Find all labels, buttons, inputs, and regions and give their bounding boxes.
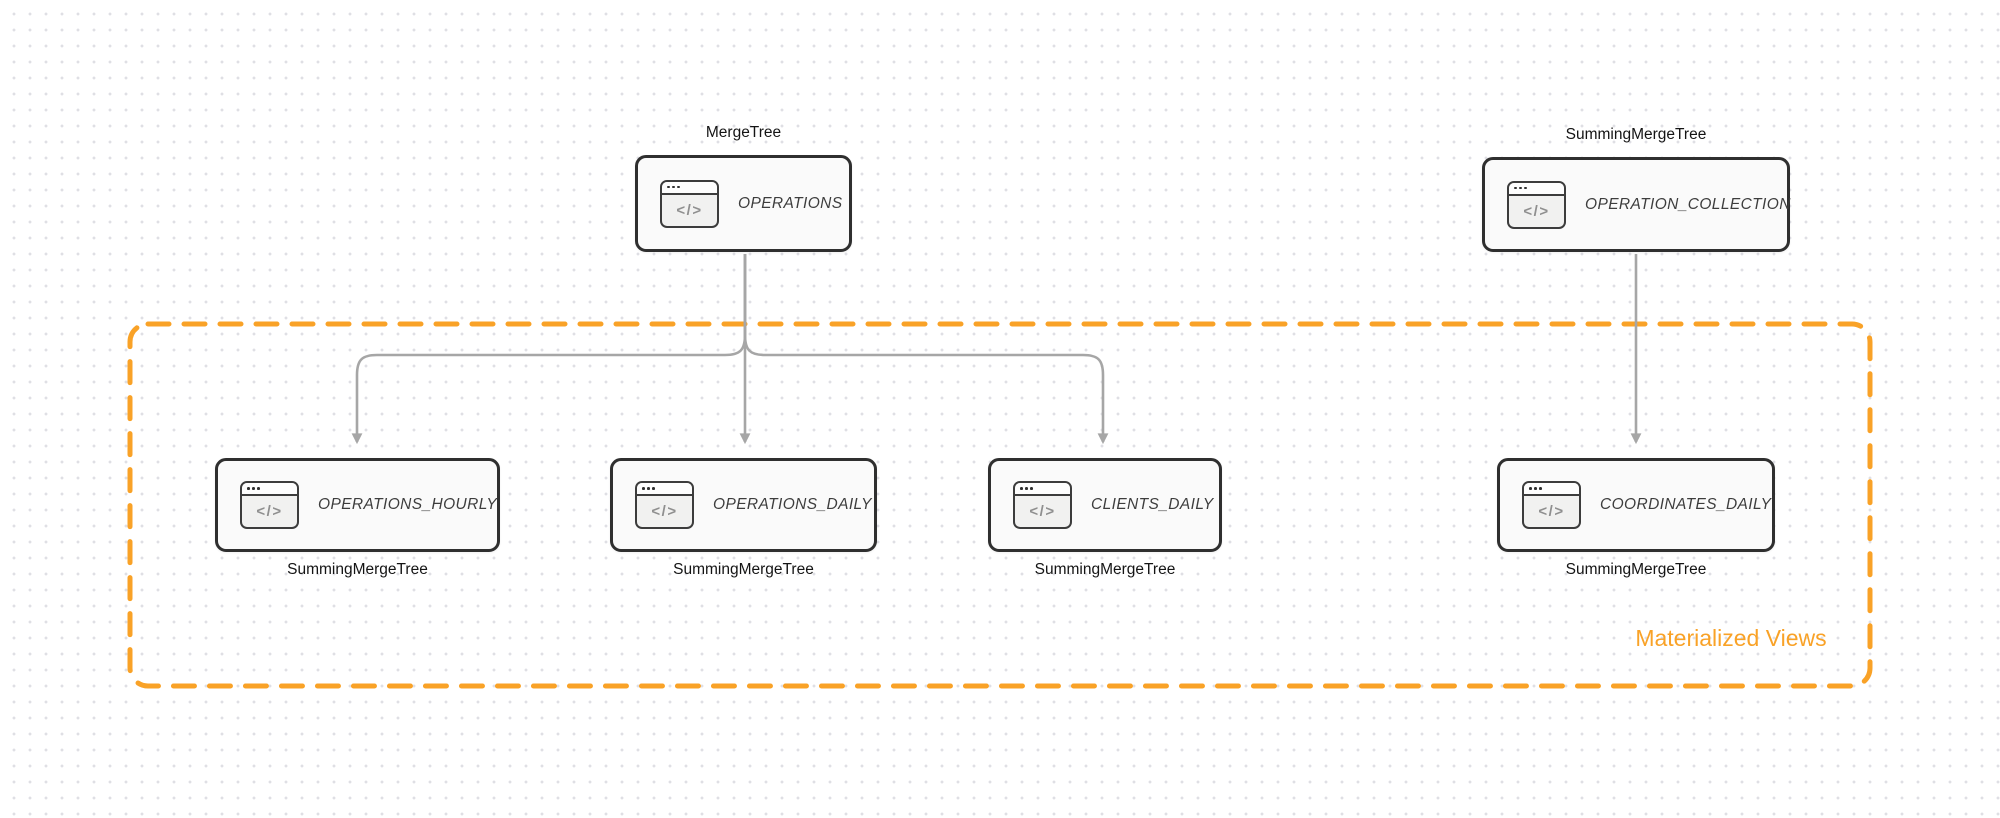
window-dot [1519, 186, 1522, 190]
window-dot [652, 487, 655, 490]
window-dot [1529, 487, 1532, 490]
window-dot [1534, 487, 1537, 490]
node-title: OPERATIONS [738, 194, 843, 212]
window-titlebar [1015, 483, 1070, 496]
window-dot [247, 487, 250, 490]
window-titlebar [242, 483, 297, 496]
node-title: CLIENTS_DAILY [1091, 496, 1214, 513]
window-dot [1030, 487, 1033, 490]
window-titlebar [662, 181, 717, 195]
window-titlebar [1509, 182, 1564, 196]
engine-label-coordinates-daily: SummingMergeTree [1565, 561, 1707, 578]
code-window-icon: </> [1522, 481, 1581, 529]
code-glyph: </> [676, 201, 703, 219]
table-node-operation-collection[interactable]: </> OPERATION_COLLECTION [1482, 157, 1790, 252]
table-node-clients-daily[interactable]: </> CLIENTS_DAILY [988, 458, 1222, 552]
edge-operations-to-clients-daily[interactable] [743, 254, 1109, 445]
window-dot [257, 487, 260, 490]
engine-label-operation-collection: SummingMergeTree [1565, 126, 1707, 143]
window-dot [1514, 186, 1517, 190]
table-node-operations[interactable]: </> OPERATIONS [635, 155, 852, 252]
edge-operations-to-operations-hourly[interactable] [351, 254, 747, 445]
engine-label-operations: MergeTree [705, 124, 782, 141]
engine-label-operations-daily: SummingMergeTree [673, 561, 814, 578]
node-title: COORDINATES_DAILY [1600, 496, 1772, 513]
window-dot [1539, 487, 1542, 490]
code-glyph: </> [1523, 202, 1550, 220]
table-node-operations-daily[interactable]: </> OPERATIONS_DAILY [610, 458, 877, 552]
window-titlebar [637, 483, 692, 496]
code-window-icon: </> [635, 481, 694, 529]
window-dot [252, 487, 255, 490]
code-glyph: </> [1538, 503, 1565, 520]
node-title: OPERATIONS_HOURLY [318, 496, 498, 513]
window-dot [672, 185, 675, 189]
code-window-icon: </> [1507, 180, 1566, 229]
window-dot [677, 185, 680, 189]
code-window-icon: </> [1013, 481, 1072, 529]
materialized-views-caption: Materialized Views [1635, 625, 1827, 651]
code-window-icon: </> [240, 481, 299, 529]
code-glyph: </> [256, 503, 283, 520]
table-node-operations-hourly[interactable]: </> OPERATIONS_HOURLY [215, 458, 500, 552]
table-node-coordinates-daily[interactable]: </> COORDINATES_DAILY [1497, 458, 1775, 552]
window-dot [642, 487, 645, 490]
code-glyph: </> [1029, 503, 1056, 520]
engine-label-operations-hourly: SummingMergeTree [287, 561, 428, 578]
window-dot [1020, 487, 1023, 490]
window-dot [1025, 487, 1028, 490]
window-dot [647, 487, 650, 490]
window-titlebar [1524, 483, 1579, 496]
engine-label-clients-daily: SummingMergeTree [1034, 561, 1176, 578]
window-dot [667, 185, 670, 189]
node-title: OPERATIONS_DAILY [713, 496, 872, 513]
code-glyph: </> [651, 503, 678, 520]
code-window-icon: </> [660, 179, 719, 228]
window-dot [1524, 186, 1527, 190]
node-title: OPERATION_COLLECTION [1585, 195, 1791, 213]
